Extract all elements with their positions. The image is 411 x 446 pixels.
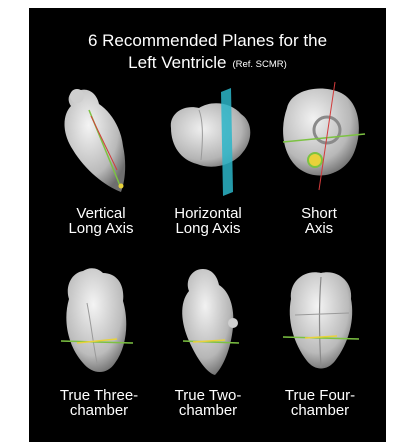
caption-line1: True Two-	[150, 388, 266, 403]
horizontal-long-axis-heart-image	[159, 80, 259, 200]
caption-line1: True Four-	[262, 388, 378, 403]
short-axis-heart-image	[269, 78, 369, 198]
caption-line2: Long Axis	[43, 221, 159, 236]
figure-title-main: Left Ventricle	[128, 53, 226, 72]
true-four-chamber-heart-image	[271, 263, 371, 383]
figure-title-line1: 6 Recommended Planes for the	[29, 30, 386, 52]
vertical-long-axis-caption: Vertical Long Axis	[43, 206, 159, 236]
true-three-chamber-caption: True Three- chamber	[41, 388, 157, 418]
caption-line2: Long Axis	[150, 221, 266, 236]
short-axis-caption: Short Axis	[261, 206, 377, 236]
vertical-long-axis-heart-image	[51, 80, 151, 200]
true-two-chamber-heart-image	[159, 263, 259, 383]
reference-note: (Ref. SCMR)	[232, 59, 286, 70]
caption-line2: chamber	[262, 403, 378, 418]
true-two-chamber-caption: True Two- chamber	[150, 388, 266, 418]
caption-line1: Short	[261, 206, 377, 221]
caption-line1: Vertical	[43, 206, 159, 221]
caption-line2: chamber	[150, 403, 266, 418]
true-four-chamber-caption: True Four- chamber	[262, 388, 378, 418]
figure-panel: 6 Recommended Planes for the Left Ventri…	[29, 8, 386, 442]
horizontal-long-axis-caption: Horizontal Long Axis	[150, 206, 266, 236]
figure-title-line2: Left Ventricle (Ref. SCMR)	[29, 52, 386, 76]
caption-line1: Horizontal	[150, 206, 266, 221]
caption-line2: chamber	[41, 403, 157, 418]
true-three-chamber-heart-image	[47, 263, 147, 383]
caption-line1: True Three-	[41, 388, 157, 403]
caption-line2: Axis	[261, 221, 377, 236]
